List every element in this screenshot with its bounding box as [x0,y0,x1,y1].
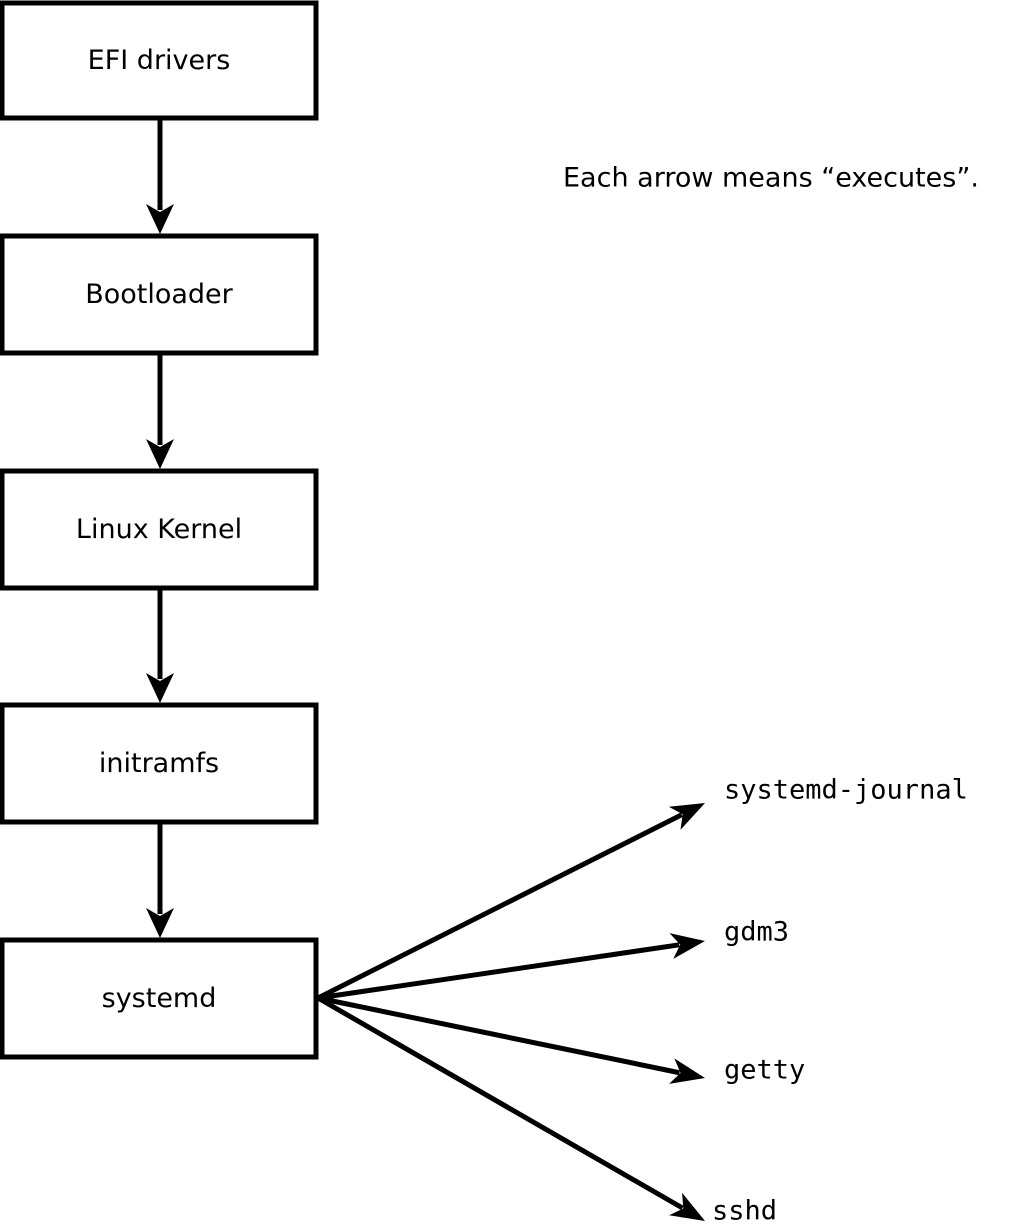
box-label-efi-drivers: EFI drivers [88,45,231,76]
box-outline-linux-kernel [0,468,319,591]
service-label-gdm3: gdm3 [724,917,789,948]
arrow-systemd-to-getty [317,995,705,1084]
box-label-linux-kernel: Linux Kernel [76,514,242,545]
box-bootloader[interactable]: Bootloader [0,233,319,356]
service-label-systemd-journal: systemd-journal [724,775,968,806]
arrow-head-gdm3 [669,933,705,959]
arrow-shaft-gdm3 [317,942,680,1001]
box-label-initramfs: initramfs [99,748,219,779]
arrow-shaft-getty [317,995,681,1076]
box-outline-bootloader [0,233,319,356]
service-arrows [316,803,705,1221]
service-label-getty: getty [724,1055,805,1086]
arrow-head-kernel-to-initramfs [146,673,174,703]
arrow-shaft-sshd [316,995,684,1211]
box-label-bootloader: Bootloader [85,279,233,310]
arrow-systemd-to-gdm3 [317,933,705,1001]
box-linux-kernel[interactable]: Linux Kernel [0,468,319,591]
box-initramfs[interactable]: initramfs [0,702,319,825]
flow-arrows [146,118,174,938]
arrow-systemd-to-systemd-journal [316,803,705,1001]
arrow-shaft-systemd-journal [316,812,683,1001]
arrow-head-efi-to-bootloader [146,204,174,234]
arrow-head-bootloader-to-kernel [146,439,174,469]
arrow-head-systemd-journal [668,803,705,830]
box-efi-drivers[interactable]: EFI drivers [0,0,319,121]
arrow-bootloader-to-kernel [146,353,174,469]
arrow-systemd-to-sshd [316,995,705,1221]
arrow-initramfs-to-systemd [146,822,174,938]
arrow-head-initramfs-to-systemd [146,908,174,938]
service-label-sshd: sshd [712,1196,777,1227]
legend-note: Each arrow means “executes”. [563,163,979,194]
box-outline-efi-drivers [0,0,319,121]
box-outline-systemd [0,937,319,1060]
arrow-head-sshd [669,1192,705,1221]
box-systemd[interactable]: systemd [0,937,319,1060]
service-labels: systemd-journal gdm3 getty sshd [712,775,968,1227]
arrow-head-getty [669,1058,705,1084]
box-label-systemd: systemd [102,983,217,1014]
arrow-kernel-to-initramfs [146,588,174,703]
arrow-efi-to-bootloader [146,118,174,234]
